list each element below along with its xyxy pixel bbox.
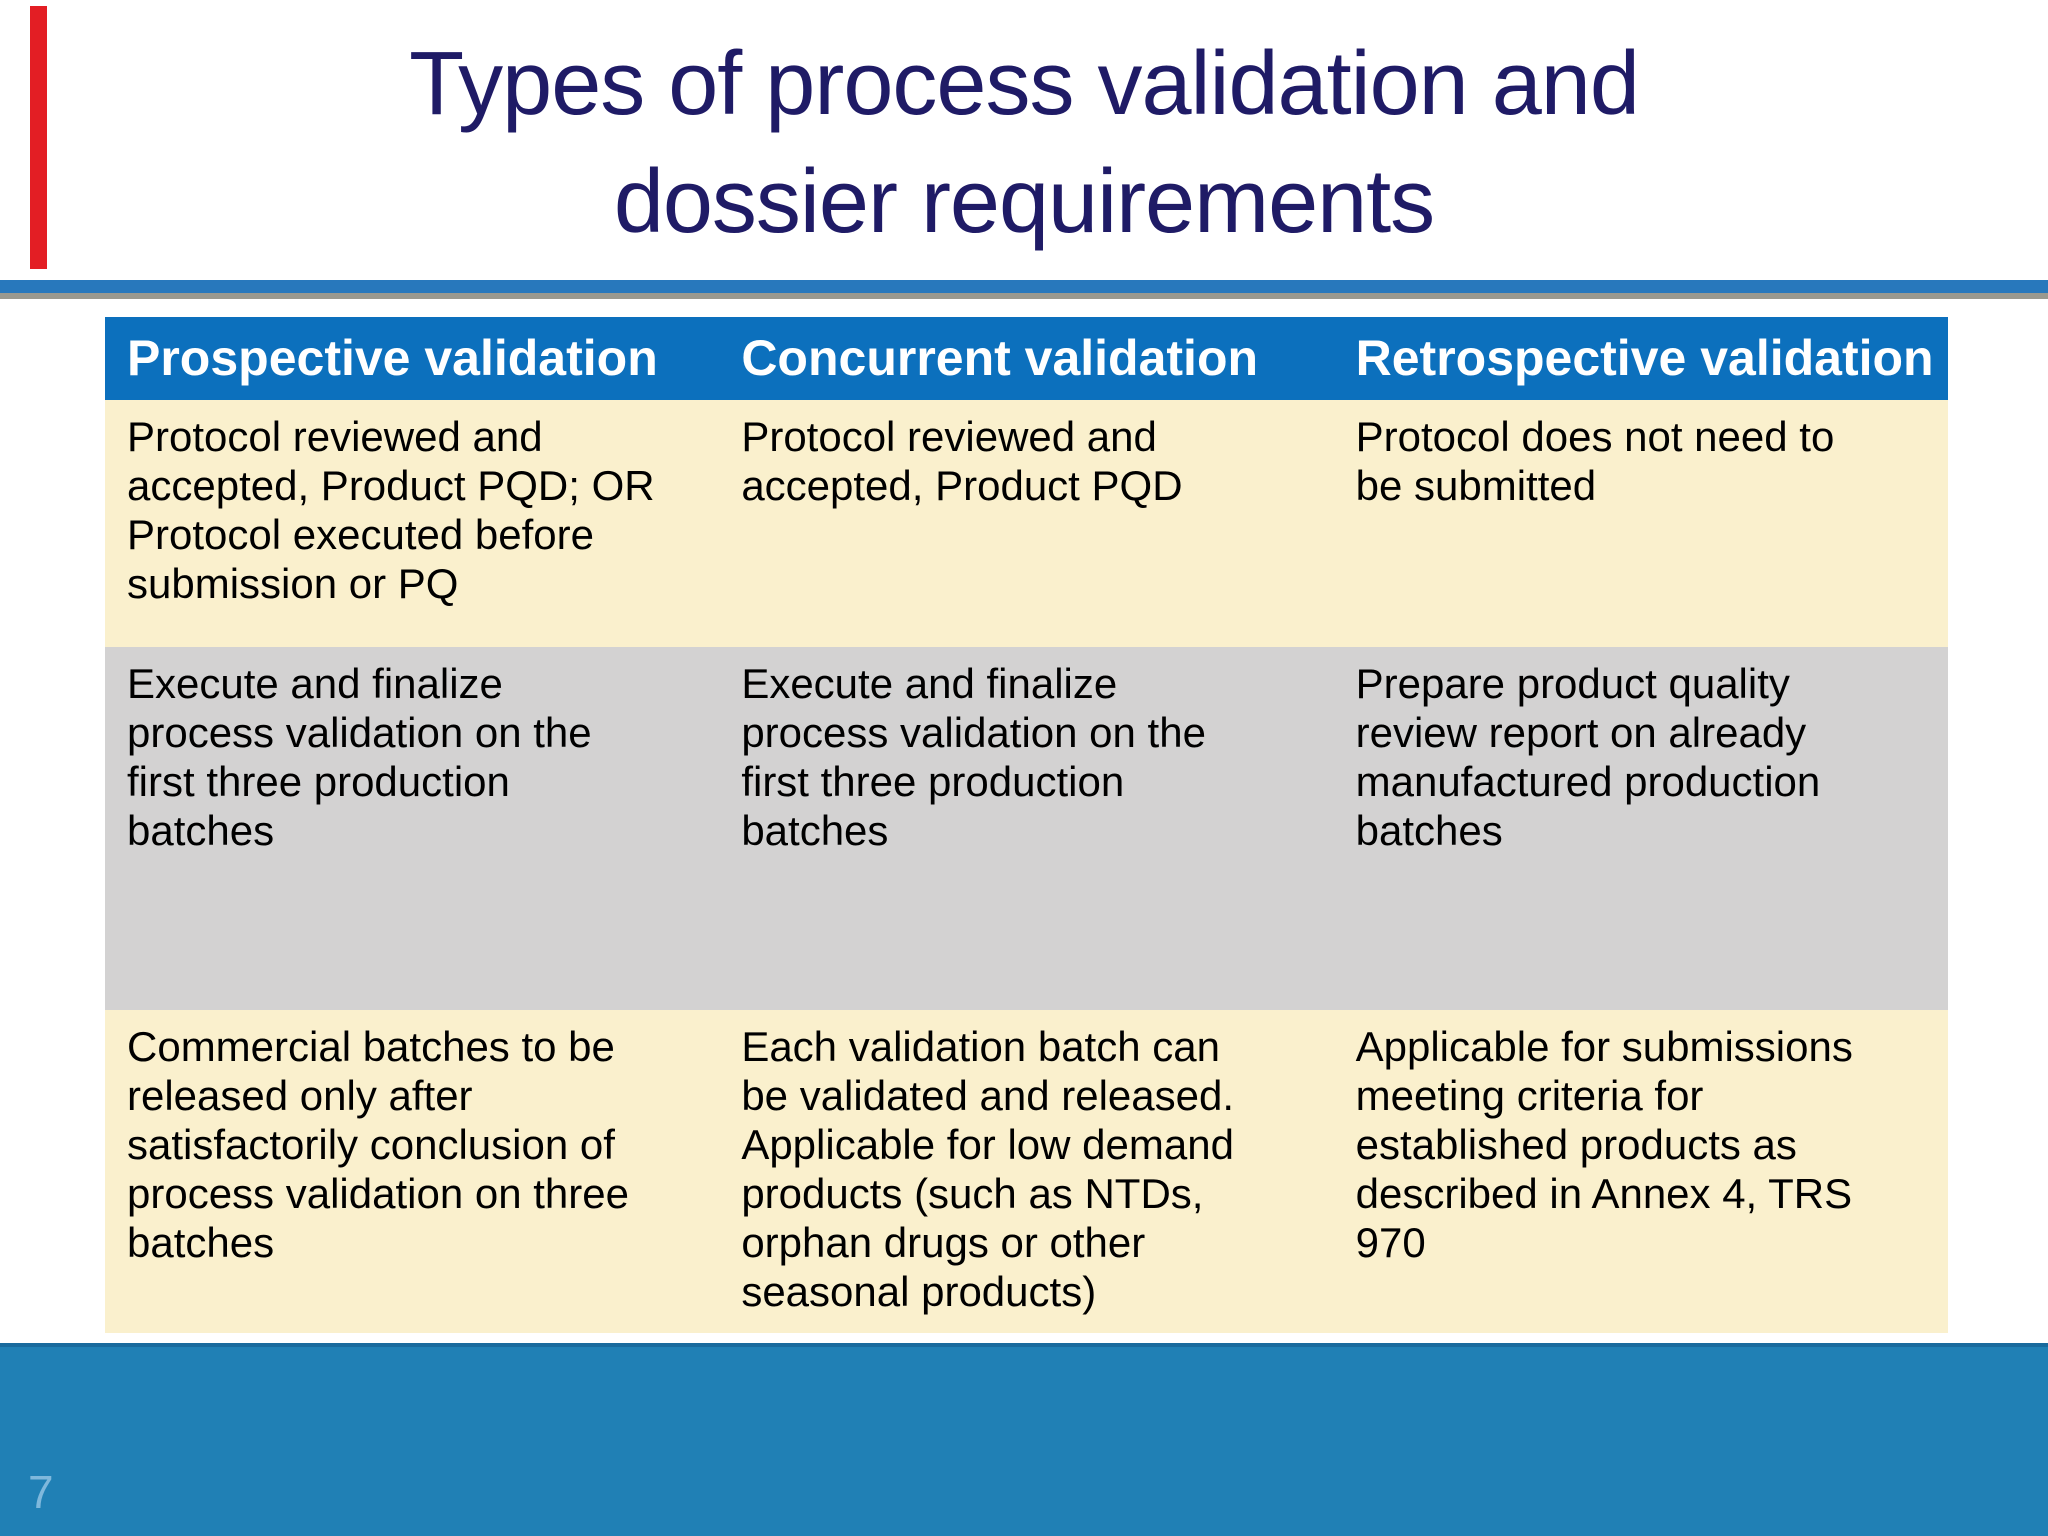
cell-concurrent-release: Each validation batch can be validated a… [741, 1023, 1235, 1315]
title-divider-gray-line [0, 293, 2048, 299]
table-header-row: Prospective validation Concurrent valida… [105, 317, 1948, 400]
page-number: 7 [28, 1466, 54, 1518]
cell-retrospective-execution: Prepare product quality review report on… [1355, 660, 1821, 854]
table-row-release: Commercial batches to be released only a… [105, 1010, 1948, 1333]
header-retrospective-validation: Retrospective validation [1355, 330, 1934, 386]
slide-title: Types of process validation and dossier … [409, 34, 1640, 252]
header-concurrent-validation: Concurrent validation [741, 330, 1259, 386]
cell-concurrent-execution: Execute and finalize process validation … [741, 660, 1206, 854]
title-divider-blue-line [0, 280, 2048, 293]
cell-prospective-release: Commercial batches to be released only a… [127, 1023, 629, 1266]
header-prospective-validation: Prospective validation [127, 330, 658, 386]
cell-retrospective-release: Applicable for submissions meeting crite… [1355, 1023, 1853, 1266]
red-accent-bar [30, 6, 47, 269]
cell-prospective-protocol: Protocol reviewed and accepted, Product … [127, 413, 655, 607]
cell-retrospective-protocol: Protocol does not need to be submitted [1355, 413, 1835, 509]
table-row-protocol: Protocol reviewed and accepted, Product … [105, 400, 1948, 647]
cell-prospective-execution: Execute and finalize process validation … [127, 660, 592, 854]
table-row-execution: Execute and finalize process validation … [105, 647, 1948, 1010]
footer-band: 7 [0, 1343, 2048, 1536]
validation-table: Prospective validation Concurrent valida… [105, 317, 1948, 1333]
cell-concurrent-protocol: Protocol reviewed and accepted, Product … [741, 413, 1183, 509]
